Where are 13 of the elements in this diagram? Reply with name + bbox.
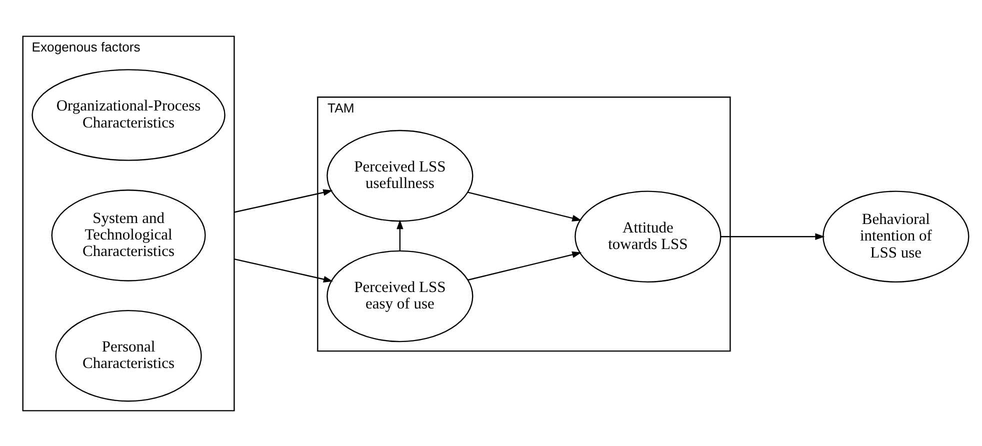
node-ellipse: Behavioral intention of LSS use [822, 190, 970, 282]
arrow [720, 232, 825, 240]
arrow [396, 219, 404, 250]
node-ellipse: Perceived LSS easy of use [326, 250, 474, 342]
node-ellipse: Attitude towards LSS [574, 190, 722, 282]
arrow [234, 258, 334, 282]
node-ellipse: Personal Characteristics [55, 309, 202, 402]
arrow [234, 188, 333, 212]
node-ellipse: Perceived LSS usefullness [326, 129, 474, 222]
arrow [468, 191, 582, 221]
node-ellipse: Organizational-Process Characteristics [32, 68, 226, 160]
node-ellipse: System and Technological Characteristics [51, 189, 206, 281]
arrow [468, 250, 582, 280]
